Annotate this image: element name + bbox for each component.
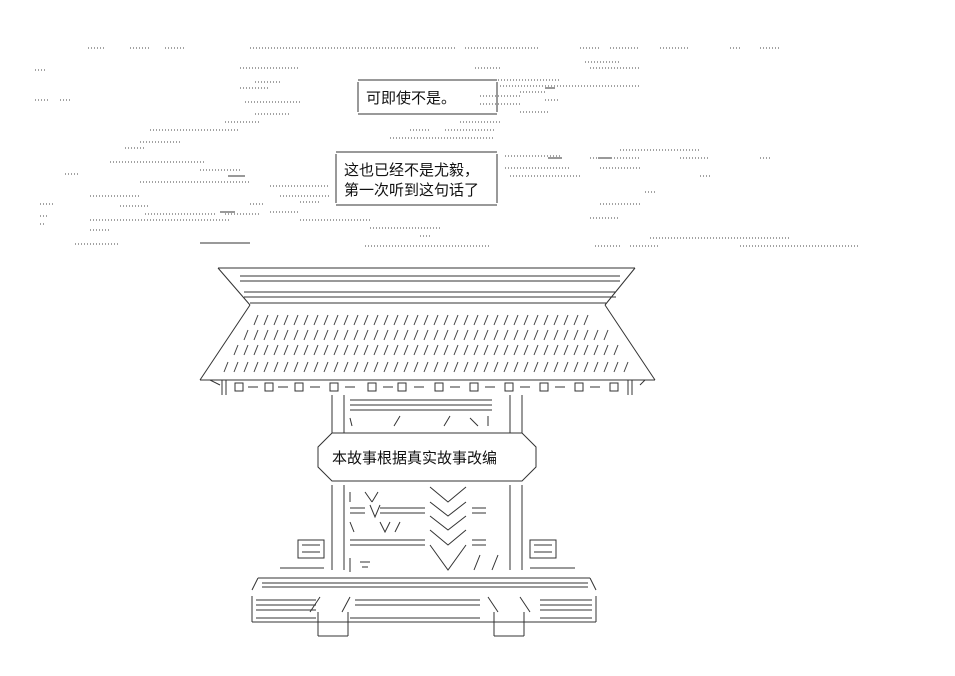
roof-lintel: [221, 380, 633, 395]
cloud-scribbles: [35, 47, 860, 247]
gate-pillars: [331, 395, 523, 571]
speech-bubble-top-text: 可即使不是。: [366, 89, 457, 107]
speech-bubble-top-frame: [357, 79, 498, 115]
side-steps: [280, 539, 575, 572]
cloud-solid-strokes: [200, 87, 612, 244]
roof-hatching: [223, 314, 629, 373]
speech-bubble-middle-line1: 这也已经不是尤毅，: [344, 161, 480, 179]
sign-board-frame: [317, 432, 537, 482]
speech-bubble-middle: 这也已经不是尤毅， 第一次听到这句话了: [344, 160, 479, 200]
pavilion-roof: [199, 267, 656, 386]
base-platform: [251, 577, 597, 637]
gate-sign-text: 本故事根据真实故事改编: [332, 449, 498, 467]
speech-bubble-middle-line2: 第一次听到这句话了: [344, 181, 480, 199]
speech-bubble-middle-frame: [335, 151, 498, 206]
gate-sign: 本故事根据真实故事改编: [332, 448, 497, 468]
speech-bubble-top: 可即使不是。: [366, 88, 456, 108]
